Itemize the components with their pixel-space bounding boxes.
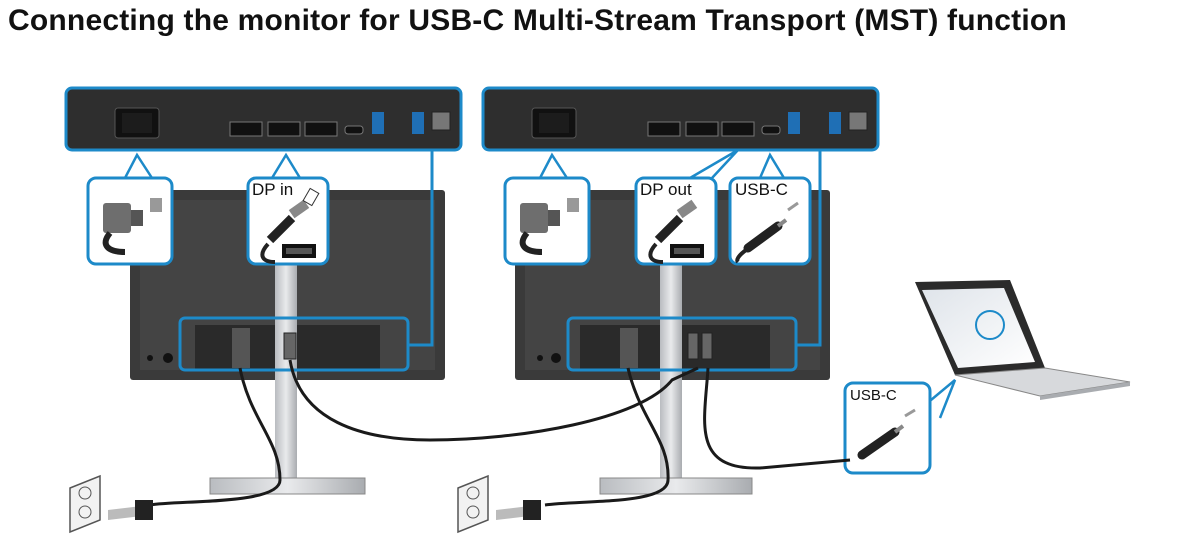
cables [149,359,851,507]
port-callout-1 [64,86,463,152]
wall-outlet-icon-2 [457,474,541,534]
page-title: Connecting the monitor for USB-C Multi-S… [8,4,1067,37]
monitor-1 [130,190,445,495]
monitor-1-stand-base [209,477,366,495]
usb-c-port-icon [344,125,364,135]
laptop-icon [915,280,1131,400]
monitor-2-stand-pole [660,255,682,480]
wall-outlet-icon [69,474,153,534]
dp-in-detail-box: DP in [246,176,330,266]
usbc-monitor-label: USB-C [735,180,788,199]
usb-c-connector-icon [735,201,799,264]
power-cord-1 [149,367,282,507]
monitor-1-stand-pole [275,255,297,480]
usbc-cable [703,367,851,470]
ethernet-port-icon [431,111,451,131]
port-callout-2 [481,86,880,152]
dp-cable [288,359,699,442]
usbc-laptop-detail-box: USB-C [843,379,957,475]
dp-in-label: DP in [252,180,293,199]
power-cord-2 [544,367,670,507]
power-plug-icon [102,198,162,255]
dp-port-icon [229,121,263,137]
displayport-connector-icon [260,187,320,264]
dp-out-label: DP out [640,180,692,199]
usbc-laptop-label: USB-C [850,387,897,404]
usbc-monitor-detail-box: USB-C [728,176,812,266]
power-detail-box-2 [503,176,591,266]
power-detail-box-1 [86,176,174,266]
monitor-2-stand-base [599,477,753,495]
dp-out-detail-box: DP out [634,176,718,266]
